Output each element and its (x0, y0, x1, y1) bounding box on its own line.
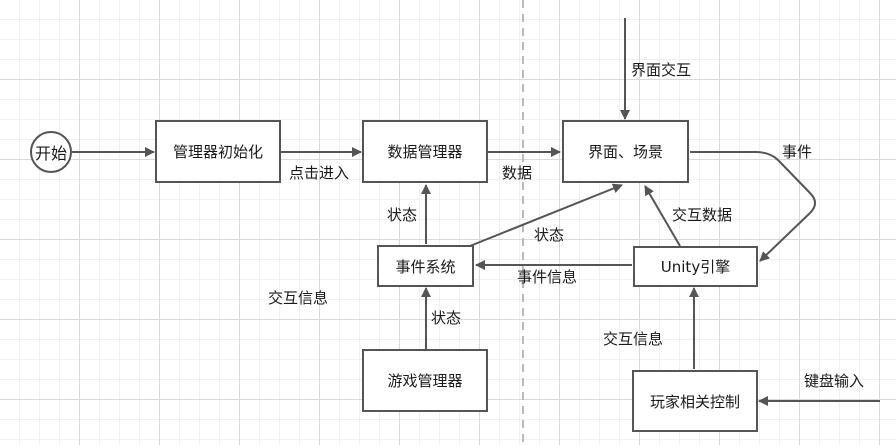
edge-unity-to-ui (644, 185, 681, 247)
unity-engine-node: Unity引擎 (633, 246, 758, 287)
edge-event-to-ui (469, 183, 623, 247)
edge-label-keyboard-input: 键盘输入 (804, 372, 865, 390)
start-node: 开始 (30, 131, 72, 173)
ui-scene-node: 界面、场景 (562, 120, 689, 183)
edge-label-interaction-info-right: 交互信息 (603, 330, 664, 348)
edge-ui-to-unity (690, 151, 816, 262)
edge-label-state-event-to-data: 状态 (387, 206, 418, 224)
edge-label-interaction-info-left: 交互信息 (268, 289, 329, 307)
event-system-node: 事件系统 (377, 245, 474, 287)
edge-label-click-enter: 点击进入 (289, 164, 350, 182)
edge-label-data: 数据 (502, 164, 533, 182)
edge-label-ui-interaction: 界面交互 (631, 61, 692, 79)
data-manager-node: 数据管理器 (362, 120, 488, 183)
manager-init-node: 管理器初始化 (155, 120, 281, 183)
edge-label-state-event-to-ui: 状态 (534, 226, 565, 244)
edge-label-state-game-to-event: 状态 (431, 309, 462, 327)
edge-label-event: 事件 (782, 143, 813, 161)
player-control-node: 玩家相关控制 (632, 370, 758, 432)
edge-label-event-info: 事件信息 (517, 268, 578, 286)
edge-label-interaction-data: 交互数据 (672, 206, 733, 224)
game-manager-node: 游戏管理器 (362, 349, 488, 412)
